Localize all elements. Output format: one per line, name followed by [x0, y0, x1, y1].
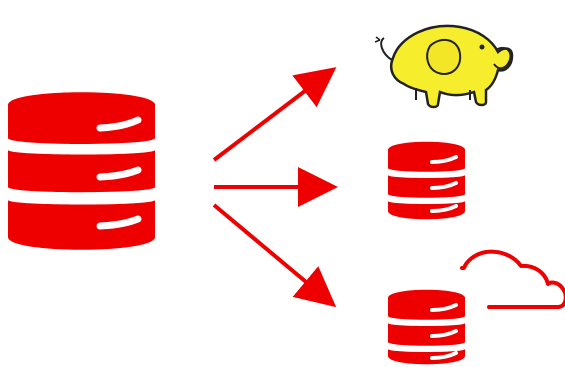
hadoop-elephant-icon: [374, 24, 514, 109]
cloud-database-icon: [388, 289, 465, 365]
target-database-icon: [388, 141, 465, 220]
cloud-icon: [460, 249, 565, 309]
source-database-icon: [8, 92, 155, 250]
arrow-to-hadoop: [212, 67, 337, 162]
arrow-to-cloud-database: [212, 203, 337, 308]
